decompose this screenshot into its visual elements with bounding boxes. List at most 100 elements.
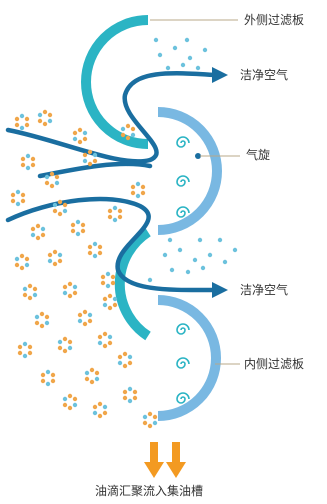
spiral-3 (176, 206, 190, 218)
drain-arrows (144, 442, 186, 478)
particle-dot (77, 318, 83, 324)
particle-dot (107, 293, 113, 299)
particle-dot (30, 162, 36, 168)
particle-dot (112, 296, 118, 302)
particle-dot (89, 379, 95, 385)
particle-dot (70, 228, 76, 234)
drain-arrow-left (144, 442, 164, 478)
label-clean-air-top: 洁净空气 (240, 68, 289, 82)
particle-dot (130, 190, 136, 196)
clean-air-dot (157, 52, 163, 58)
particle-dot (122, 395, 128, 401)
particle-dot (147, 411, 153, 417)
particle-dot (15, 201, 21, 207)
clean-air-dot (169, 267, 175, 273)
particle-dot (32, 286, 38, 292)
particle-dot (44, 314, 50, 320)
particle-dot (47, 258, 53, 264)
cyclone-marker-dot (195, 153, 201, 159)
clean-air-dot (162, 252, 168, 258)
airflow-lines (5, 71, 218, 293)
particle-dot (24, 262, 30, 268)
clean-air-dot (187, 55, 193, 61)
particle-dot (62, 284, 68, 290)
particle-dot (87, 244, 93, 250)
label-inner-filter-plate: 内侧过滤板 (244, 357, 305, 371)
particle-dot (107, 340, 113, 346)
arrowhead-lower (212, 282, 228, 298)
particle-dot (102, 343, 108, 349)
particle-dot (107, 208, 113, 214)
particle-dot (72, 136, 78, 142)
particle-dot (135, 193, 141, 199)
particle-dot (14, 262, 20, 268)
particle-dot (105, 283, 111, 289)
particle-dot (52, 261, 58, 267)
particle-dot (72, 130, 78, 136)
airflow-lower (5, 196, 218, 293)
particle-dot (44, 174, 50, 180)
particle-dot (35, 235, 41, 241)
particle-dot (50, 372, 56, 378)
particle-dot (140, 190, 146, 196)
particle-dot (117, 354, 123, 360)
particle-dot (97, 334, 103, 340)
clean-air-dot (202, 47, 208, 53)
particle-dot (152, 414, 158, 420)
particle-dot (52, 249, 58, 255)
particle-dot (102, 296, 108, 302)
particle-dot (62, 396, 68, 402)
particle-dot (44, 180, 50, 186)
particle-dot (20, 156, 26, 162)
particle-dot (24, 256, 30, 262)
particle-dot (77, 312, 83, 318)
particle-dot (97, 401, 103, 407)
particle-dot (127, 398, 133, 404)
particle-dot (152, 420, 158, 426)
particle-dot (19, 253, 25, 259)
particle-dot (44, 320, 50, 326)
particle-dot (42, 109, 48, 115)
particle-dot (112, 302, 118, 308)
particle-dot (102, 404, 108, 410)
particle-dot (82, 309, 88, 315)
particle-dot (97, 413, 103, 419)
particle-dot (25, 165, 31, 171)
particle-dot (122, 351, 128, 357)
particle-dot (92, 410, 98, 416)
particle-dot (40, 372, 46, 378)
particle-dot (19, 113, 25, 119)
particle-dot (24, 116, 30, 122)
clean-air-dot (197, 237, 203, 243)
label-clean-air-bottom: 洁净空气 (240, 283, 289, 297)
particle-dot (122, 389, 128, 395)
particle-dot (110, 280, 116, 286)
particle-dot (120, 126, 126, 132)
airflow-mid (37, 161, 153, 179)
clean-air-dot (180, 62, 186, 68)
clean-air-dot (147, 277, 153, 283)
label-outer-filter-plate: 外侧过滤板 (244, 13, 305, 27)
particle-dot (100, 274, 106, 280)
clean-air-dot (167, 237, 173, 243)
outer-filter-plate-top (81, 15, 149, 149)
particle-dot (57, 258, 63, 264)
particle-dot (97, 244, 103, 250)
clean-air-dot (222, 259, 228, 265)
particle-dot (10, 198, 16, 204)
particle-dot (14, 256, 20, 262)
particle-dot (17, 350, 23, 356)
arrowhead-upper (212, 67, 228, 83)
particle-dot (49, 171, 55, 177)
particle-dot (40, 232, 46, 238)
particle-dot (92, 404, 98, 410)
particle-dot (27, 350, 33, 356)
particle-dot (47, 112, 53, 118)
particle-dot (92, 241, 98, 247)
particle-dot (34, 314, 40, 320)
particle-dot (82, 130, 88, 136)
particle-dot (62, 402, 68, 408)
particle-dot (92, 158, 98, 164)
